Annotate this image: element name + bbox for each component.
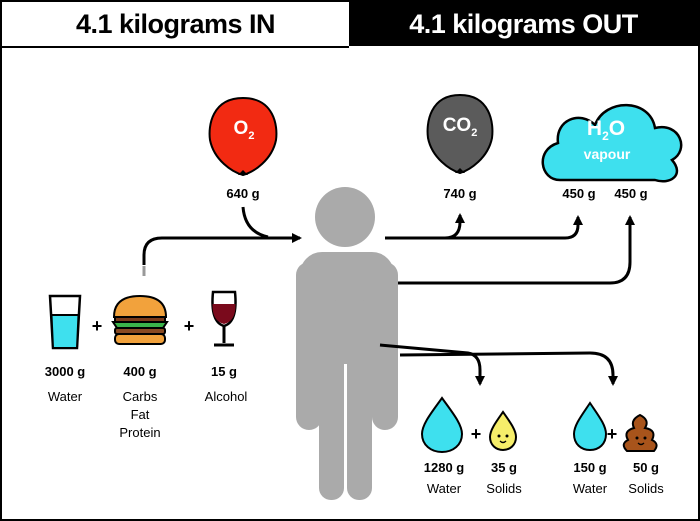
header-out-title: 4.1 kilograms OUT bbox=[349, 2, 698, 46]
header-in-title: 4.1 kilograms IN bbox=[2, 2, 349, 46]
food-in-label-fat: Fat bbox=[130, 407, 150, 422]
faeces-water-label: Water bbox=[572, 481, 608, 496]
plus-sign: + bbox=[470, 424, 482, 444]
co2-balloon-icon bbox=[426, 93, 494, 175]
o2-balloon-icon bbox=[208, 96, 278, 177]
alcohol-in-amount: 15 g bbox=[210, 364, 237, 379]
co2-amount: 740 g bbox=[443, 186, 477, 201]
wine-glass-icon bbox=[211, 290, 237, 347]
vapour-amount-a: 450 g bbox=[562, 186, 596, 201]
co2-symbol: CO2 bbox=[442, 115, 478, 139]
urine-solids-label: Solids bbox=[486, 481, 522, 496]
food-in-label-protein: Protein bbox=[119, 425, 161, 440]
food-in-label-carbs: Carbs bbox=[122, 389, 158, 404]
alcohol-in-label: Alcohol bbox=[204, 389, 248, 404]
plus-sign: + bbox=[606, 424, 618, 444]
urine-solids-drop-icon bbox=[488, 410, 518, 452]
person-silhouette bbox=[296, 187, 398, 500]
water-in-label: Water bbox=[47, 389, 83, 404]
o2-amount: 640 g bbox=[226, 186, 260, 201]
urine-water-amount: 1280 g bbox=[423, 460, 465, 475]
plus-sign: + bbox=[183, 316, 195, 336]
water-in-amount: 3000 g bbox=[44, 364, 86, 379]
urine-water-drop-icon bbox=[420, 396, 464, 454]
urine-solids-amount: 35 g bbox=[490, 460, 517, 475]
h2o-symbol: H2O bbox=[586, 117, 626, 144]
burger-icon bbox=[111, 294, 169, 345]
header-divider bbox=[2, 46, 349, 48]
flow-arrows bbox=[142, 206, 635, 386]
faeces-solids-icon bbox=[622, 413, 658, 452]
vapour-amount-b: 450 g bbox=[614, 186, 648, 201]
food-in-amount: 400 g bbox=[123, 364, 157, 379]
plus-sign: + bbox=[91, 316, 103, 336]
vapour-label: vapour bbox=[583, 146, 631, 162]
urine-water-label: Water bbox=[426, 481, 462, 496]
o2-symbol: O2 bbox=[233, 118, 255, 142]
faeces-solids-amount: 50 g bbox=[632, 460, 659, 475]
h2o-vapour-cloud-icon bbox=[541, 103, 683, 183]
water-glass-icon bbox=[48, 294, 82, 350]
faeces-water-amount: 150 g bbox=[573, 460, 607, 475]
faeces-solids-label: Solids bbox=[628, 481, 664, 496]
faeces-water-drop-icon bbox=[572, 401, 608, 452]
